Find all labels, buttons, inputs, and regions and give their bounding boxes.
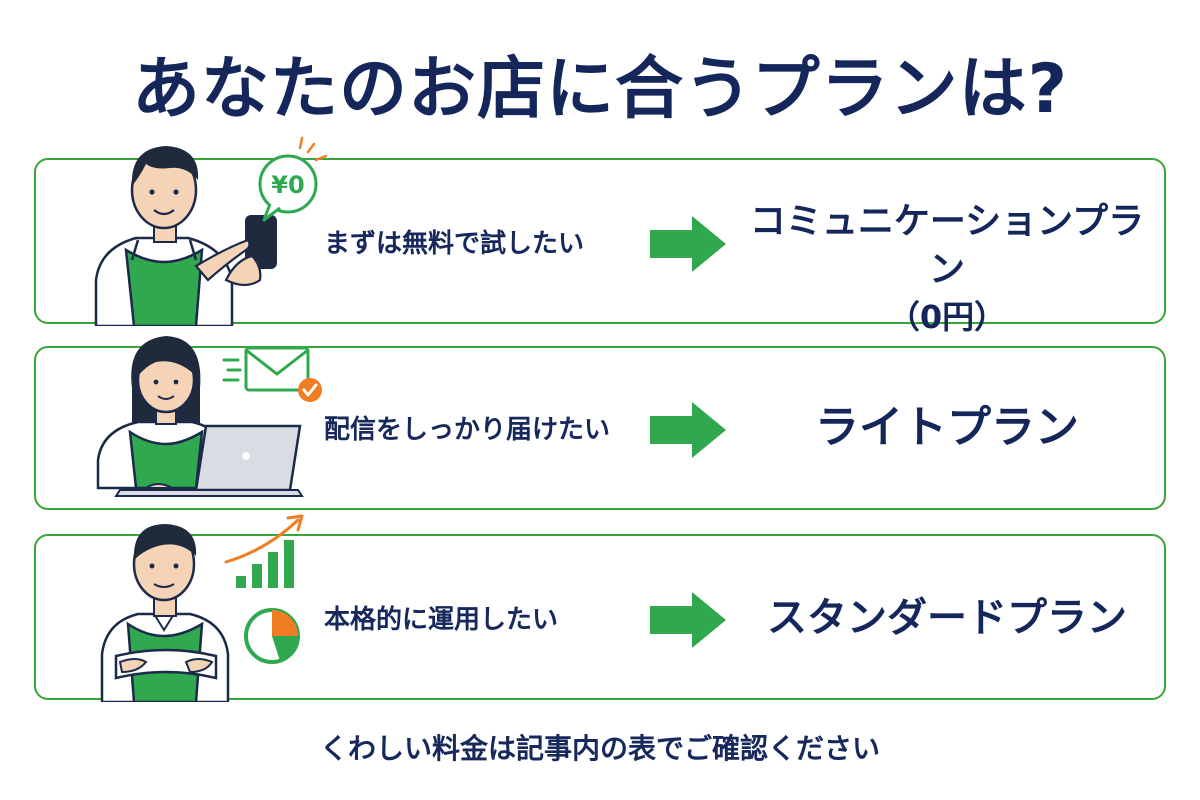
need-text-free-trial: まずは無料で試したい [324,229,585,259]
envelope-icon [222,346,310,392]
plan-price: （0円） [887,298,1007,336]
need-text-full-operation: 本格的に運用したい [324,605,559,635]
shopkeeper-arms-crossed-illustration [100,514,304,702]
shopkeeper-laptop-illustration [96,336,322,497]
arrow-right-icon [650,216,726,272]
plan-card-light: 配信をしっかり届けたい ライトプラン [34,336,1166,510]
check-circle-icon [298,378,322,402]
plan-card-communication: ¥0 まずは無料で試したい コミュニケーションプラン （0円） [34,136,1166,336]
arrow-right-icon [650,592,726,648]
plan-name-light: ライトプラン [815,402,1079,453]
plan-card-standard: 本格的に運用したい スタンダードプラン [34,514,1166,702]
plan-name-communication: コミュニケーションプラン （0円） [732,198,1162,340]
footer-note: くわしい料金は記事内の表でご確認ください [319,732,880,765]
growth-chart-icon [224,514,304,588]
yen-zero-badge-icon: ¥0 [258,154,318,222]
arrow-right-icon [650,402,726,458]
plan-name-standard: スタンダードプラン [767,595,1127,641]
plan-title: コミュニケーションプラン [749,201,1145,290]
need-text-reliable-delivery: 配信をしっかり届けたい [324,415,611,445]
svg-text:¥0: ¥0 [271,171,304,199]
page-title: あなたのお店に合うプランは? [131,50,1069,129]
pie-chart-icon [244,608,300,664]
shopkeeper-smartphone-illustration: ¥0 [94,136,328,326]
